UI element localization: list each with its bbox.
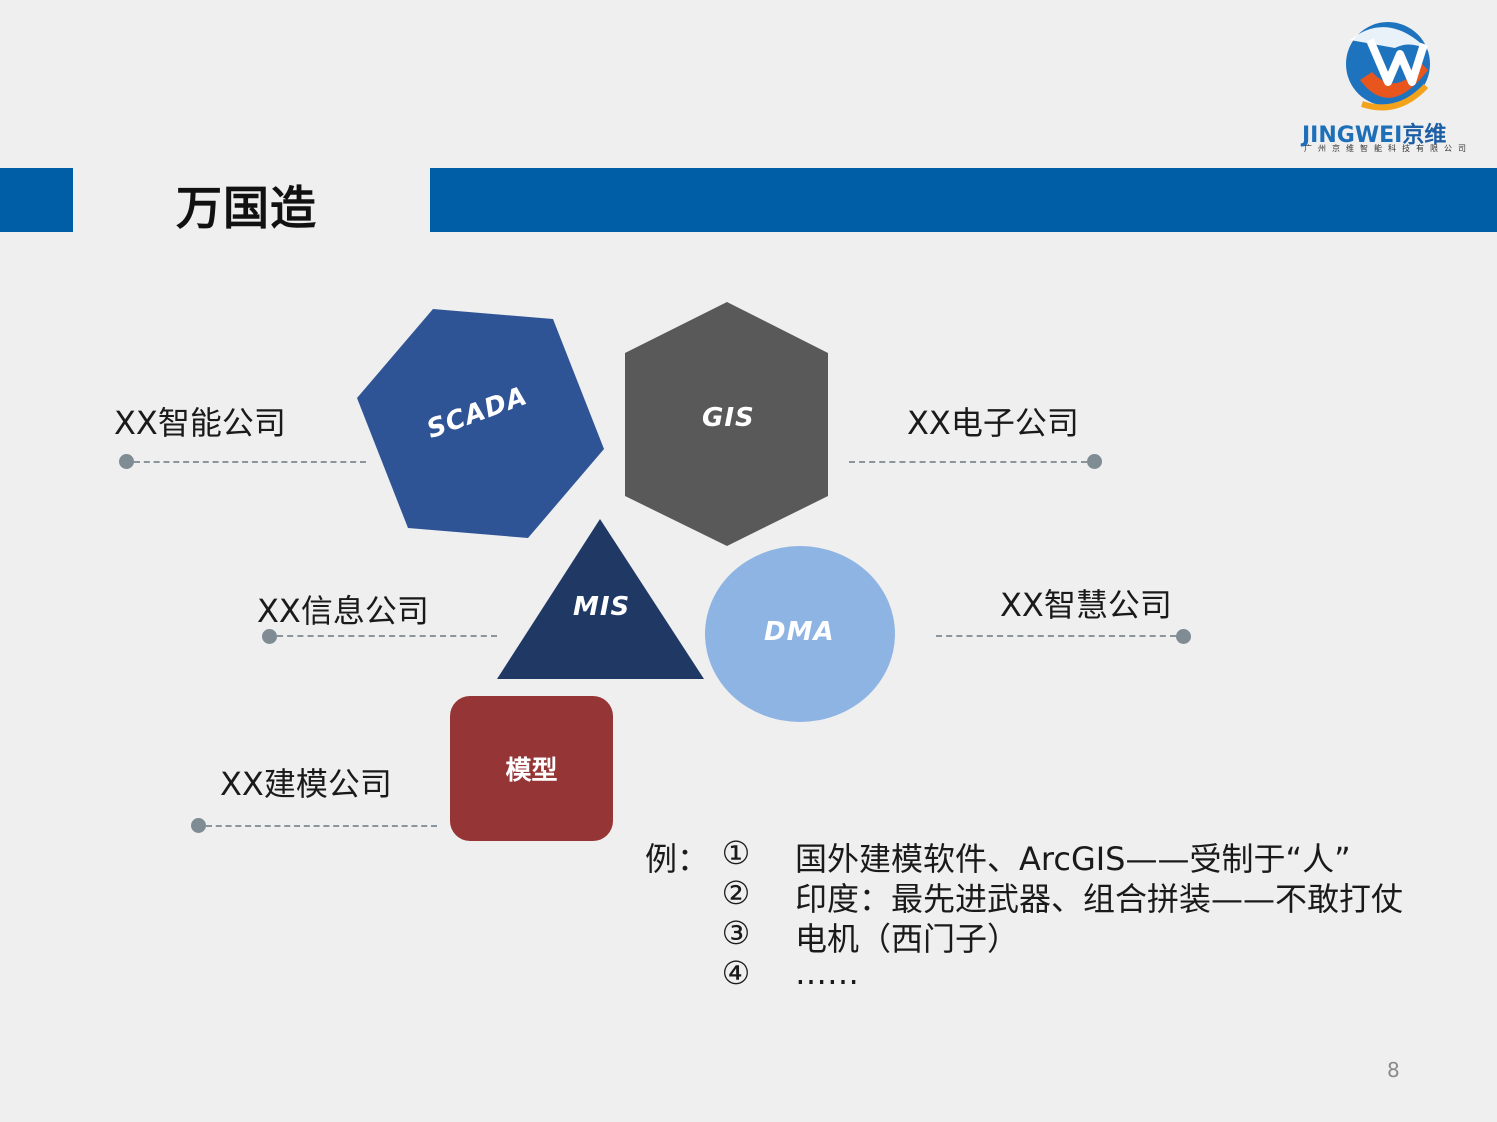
connector-dot-mid-right	[1176, 629, 1191, 644]
header-bar-left	[0, 168, 73, 232]
model-box: 模型	[450, 696, 613, 841]
logo-subtitle: 广州京维智能科技有限公司	[1304, 144, 1472, 153]
examples-prefix: 例：	[645, 840, 710, 878]
header-bar-right	[430, 168, 1497, 232]
dma-label: DMA	[764, 617, 835, 647]
company-mid-right: XX智慧公司	[1000, 586, 1172, 624]
example-num-2: ②	[721, 874, 751, 912]
connector-line-top-left	[134, 461, 366, 463]
gis-label: GIS	[702, 403, 755, 433]
jingwei-logo	[1346, 22, 1430, 111]
example-text-4: ……	[795, 954, 859, 992]
company-top-right: XX电子公司	[907, 404, 1079, 442]
dma-circle	[705, 546, 895, 722]
example-num-4: ④	[721, 954, 751, 992]
connector-dot-bottom-left	[191, 818, 206, 833]
mis-triangle	[497, 519, 704, 679]
connector-line-top-right	[849, 461, 1087, 463]
example-num-1: ①	[721, 834, 751, 872]
slide-title: 万国造	[176, 181, 317, 235]
page-number: 8	[1387, 1058, 1400, 1082]
logo-name-cn: 京维	[1402, 123, 1447, 148]
logo-name-latin: JINGWEI	[1302, 123, 1403, 148]
example-text-3: 电机（西门子）	[795, 920, 1020, 958]
gis-hexagon	[625, 302, 828, 546]
example-text-2: 印度：最先进武器、组合拼装——不敢打仗	[795, 880, 1404, 918]
scada-hexagon	[357, 309, 604, 538]
logo-name: JINGWEI京维	[1302, 117, 1446, 149]
mis-label: MIS	[573, 592, 631, 622]
connector-line-mid-right	[936, 635, 1176, 637]
connector-dot-top-left	[119, 454, 134, 469]
connector-dot-top-right	[1087, 454, 1102, 469]
model-label: 模型	[505, 756, 558, 786]
company-bottom-left: XX建模公司	[220, 765, 392, 803]
company-top-left: XX智能公司	[114, 404, 286, 442]
company-mid-left: XX信息公司	[257, 592, 429, 630]
example-text-1: 国外建模软件、ArcGIS——受制于“人”	[795, 840, 1351, 878]
connector-dot-mid-left	[262, 629, 277, 644]
connector-line-bottom-left	[206, 825, 437, 827]
example-num-3: ③	[721, 914, 751, 952]
connector-line-mid-left	[277, 635, 497, 637]
